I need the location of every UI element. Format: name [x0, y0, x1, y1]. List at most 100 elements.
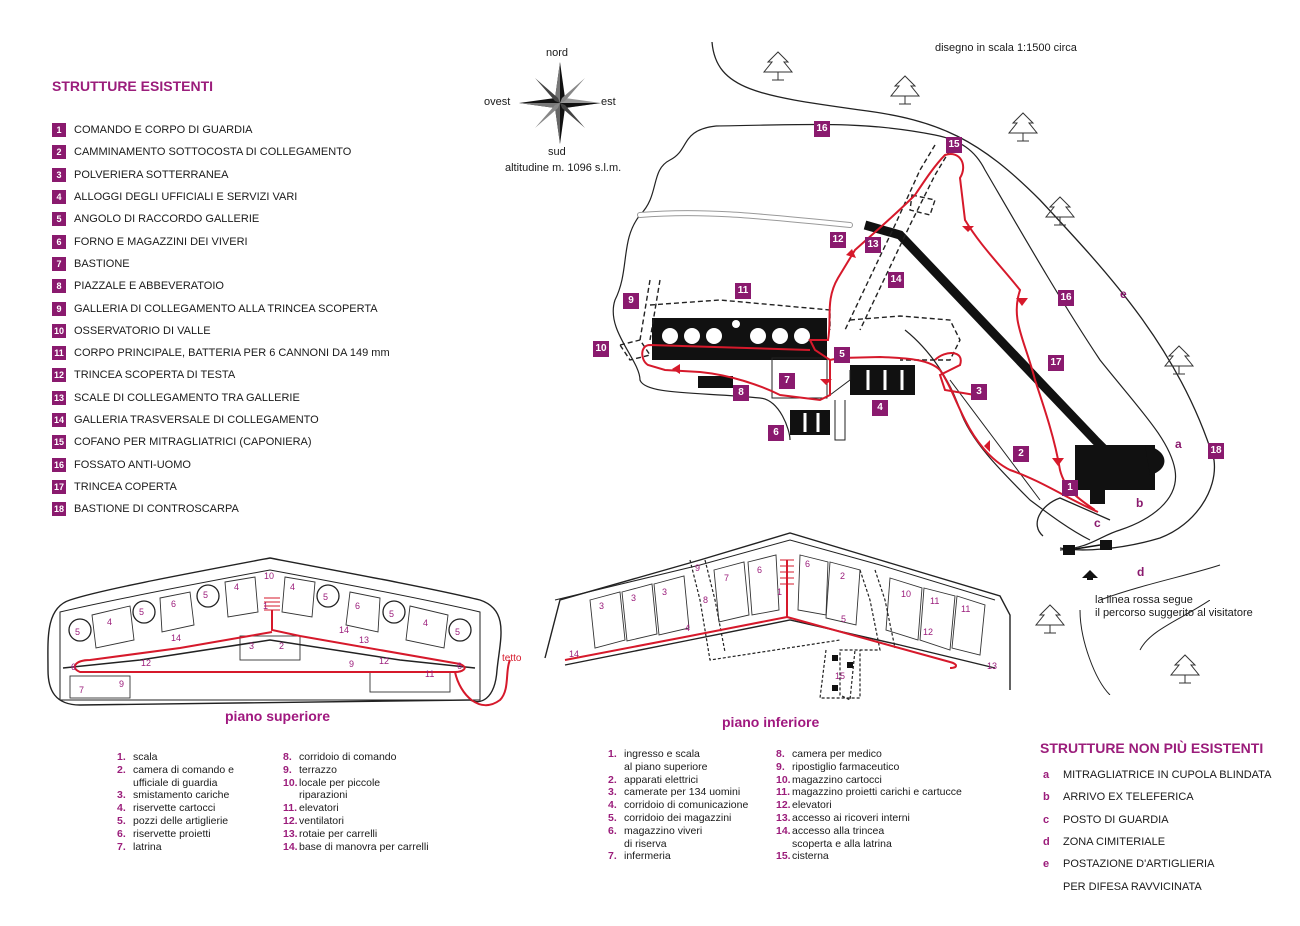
plan-key-row: 2.camera di comando e: [117, 764, 234, 777]
lower-plan-room-number: 9: [695, 563, 701, 573]
plan-key-text: terrazzo: [299, 763, 337, 776]
plan-key-row: 0.al piano superiore: [608, 761, 748, 774]
plan-key-number: 10.: [283, 776, 298, 789]
plan-key-number: 4.: [608, 799, 617, 812]
legend-number-badge: 4: [52, 190, 66, 205]
legend-item-label: ANGOLO DI RACCORDO GALLERIE: [74, 213, 260, 226]
legend-item-label: FORNO E MAGAZZINI DEI VIVERI: [74, 235, 248, 248]
plan-key-number: 6.: [608, 824, 617, 837]
lower-plan-room-number: 11: [961, 604, 971, 614]
map-structure-number: 13: [865, 237, 881, 253]
upper-plan-room-number: 14: [171, 633, 182, 643]
plan-key-text: smistamento cariche: [133, 789, 230, 802]
plan-key-text: elevatori: [792, 799, 832, 812]
legend-item-label: COMANDO E CORPO DI GUARDIA: [74, 124, 253, 137]
square-building: [698, 376, 733, 388]
upper-plan-room-number: 9: [119, 679, 125, 689]
tree-icons: [762, 51, 1195, 375]
legend-item-label: BASTIONE DI CONTROSCARPA: [74, 503, 239, 516]
plan-key-row: 4.riservette cartocci: [117, 802, 234, 815]
legend-number-badge: 2: [52, 145, 66, 160]
plan-key-row: 12.ventilatori: [283, 815, 429, 828]
plan-key-row: 3. camerate per 134 uomini: [608, 786, 748, 799]
legend-item: 5 ANGOLO DI RACCORDO GALLERIE: [52, 208, 432, 230]
not-existing-letter: c: [1043, 813, 1050, 826]
lower-plan-room-number: 14: [569, 649, 580, 659]
inner-ditch-outline: [1036, 497, 1111, 537]
plan-key-row: 14.base di manovra per carrelli: [283, 841, 429, 854]
legend-number-badge: 1: [52, 123, 66, 138]
upper-plan-room-number: 6: [355, 601, 361, 611]
plan-key-text: camerate per 134 uomini: [624, 786, 741, 799]
plan-key-row: 0.ufficiale di guardia: [117, 777, 234, 790]
plan-key-text: magazzino viveri: [624, 824, 703, 837]
not-existing-label: MITRAGLIATRICE IN CUPOLA BLINDATA: [1063, 769, 1272, 782]
plan-key-number: 3.: [608, 786, 617, 799]
compass-rose-icon: [519, 62, 601, 144]
plan-key-row: 0.scoperta e alla latrina: [776, 838, 962, 851]
map-structure-number: 4: [872, 400, 888, 416]
plan-key-row: 15.cisterna: [776, 850, 962, 863]
map-structure-number: 1: [1062, 480, 1078, 496]
plan-key-row: 5.corridoio dei magazzini: [608, 812, 748, 825]
plan-key-number: 8.: [283, 751, 292, 763]
upper-plan-room-number: 5: [323, 592, 329, 602]
plan-key-text: riservette cartocci: [133, 802, 216, 815]
lower-plan-room-number: 2: [840, 571, 846, 581]
plan-key-number: 11.: [283, 802, 298, 815]
lower-plan-room-number: 3: [599, 601, 605, 611]
plan-key-number: 6.: [117, 827, 126, 840]
legend-number-badge: 5: [52, 212, 66, 227]
plan-key-row: 1.scala: [117, 751, 234, 764]
plan-key-text: cisterna: [792, 850, 829, 863]
plan-key-row: 3.smistamento cariche: [117, 789, 234, 802]
lower-plan-room-number: 1: [777, 587, 783, 597]
map-structure-number: 11: [735, 283, 751, 299]
plan-key-text: infermeria: [624, 850, 671, 863]
compass-north-label: nord: [546, 47, 569, 59]
upper-plan-room-number: 7: [79, 685, 85, 695]
legend-item-label: CORPO PRINCIPALE, BATTERIA PER 6 CANNONI…: [74, 347, 390, 360]
not-existing-item: c POSTO DI GUARDIA: [1043, 809, 1293, 831]
plan-key-number: 13.: [283, 827, 298, 840]
upper-plan-room-number: 3: [249, 641, 255, 651]
scale-note: disegno in scala 1:1500 circa: [935, 42, 1077, 54]
officers-quarters: [850, 365, 915, 395]
lower-key-col1: 1.ingresso e scala0.al piano superiore2.…: [608, 748, 748, 863]
legend-item-label: POLVERIERA SOTTERRANEA: [74, 168, 229, 181]
not-existing-label: POSTO DI GUARDIA: [1063, 813, 1169, 826]
legend-item: 6 FORNO E MAGAZZINI DEI VIVERI: [52, 230, 432, 252]
plan-key-text: pozzi delle artiglierie: [133, 814, 229, 827]
plan-key-row: 0.di riserva: [608, 838, 748, 851]
existing-structures-title: STRUTTURE ESISTENTI: [52, 78, 214, 94]
outer-ditch-outline: [711, 41, 1216, 551]
upper-plan-room-number: 1: [263, 601, 269, 611]
plan-key-row: 12.elevatori: [776, 799, 962, 812]
map-structure-number: 10: [593, 341, 609, 357]
lower-floor-plan: [544, 532, 1011, 701]
plan-key-row: 5.pozzi delle artiglierie: [117, 815, 234, 828]
legend-item-label: CAMMINAMENTO SOTTOCOSTA DI COLLEGAMENTO: [74, 146, 352, 159]
legend-number-badge: 6: [52, 234, 66, 249]
plan-key-text: latrina: [133, 840, 162, 853]
map-structure-number: 15: [946, 137, 962, 153]
plan-key-row: 1.ingresso e scala: [608, 748, 748, 761]
map-lost-structure-letter: c: [1094, 516, 1101, 530]
plan-key-text: ingresso e scala: [624, 748, 700, 760]
fort-perimeter: [612, 123, 1177, 551]
upper-plan-room-number: 6: [457, 661, 463, 671]
not-existing-letter: d: [1043, 836, 1050, 849]
plan-key-row: 10.locale per piccole: [283, 777, 429, 790]
map-structure-number: 17: [1048, 355, 1064, 371]
plan-key-number: 7.: [117, 840, 126, 853]
